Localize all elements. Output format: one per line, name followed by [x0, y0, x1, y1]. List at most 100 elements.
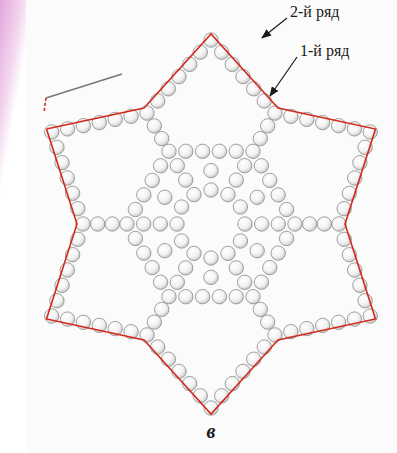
- bead: [212, 144, 226, 158]
- bead: [137, 246, 151, 260]
- bead: [128, 231, 142, 245]
- bead: [153, 217, 167, 231]
- figure-caption: в: [207, 420, 216, 443]
- bead: [253, 131, 267, 145]
- bead: [179, 290, 193, 304]
- bead: [151, 340, 165, 354]
- bead: [170, 217, 184, 231]
- bead: [253, 302, 267, 316]
- bead: [250, 244, 264, 258]
- bead: [179, 144, 193, 158]
- bead: [303, 217, 317, 231]
- bead: [155, 131, 169, 145]
- bead: [153, 275, 167, 289]
- bead: [279, 231, 293, 245]
- bead: [137, 188, 151, 202]
- bead: [158, 244, 172, 258]
- bead: [212, 290, 226, 304]
- bead: [147, 119, 161, 133]
- bead: [238, 159, 252, 173]
- bead: [151, 94, 165, 108]
- bead: [233, 200, 247, 214]
- bead: [263, 173, 277, 187]
- bead: [247, 352, 261, 366]
- bead: [147, 315, 161, 329]
- bead: [170, 159, 184, 173]
- bead: [161, 352, 175, 366]
- bead: [172, 364, 186, 378]
- bead: [221, 187, 235, 201]
- bead: [183, 57, 197, 71]
- bead: [183, 376, 197, 390]
- bead: [221, 246, 235, 260]
- bead: [204, 183, 218, 197]
- bead: [255, 217, 269, 231]
- bead: [229, 144, 243, 158]
- row-label: 2-й ряд: [288, 3, 341, 21]
- bead: [195, 290, 209, 304]
- bead: [225, 57, 239, 71]
- bead: [174, 200, 188, 214]
- bead: [179, 173, 193, 187]
- bead: [128, 202, 142, 216]
- bead: [263, 260, 277, 274]
- bead: [246, 144, 260, 158]
- bead: [271, 246, 285, 260]
- bead: [172, 69, 186, 83]
- bead: [153, 159, 167, 173]
- bead: [254, 275, 268, 289]
- bead: [225, 376, 239, 390]
- bead: [204, 270, 218, 284]
- bead: [187, 246, 201, 260]
- leader-line: [262, 18, 287, 38]
- bead: [261, 119, 275, 133]
- bead: [229, 173, 243, 187]
- red-thread: [47, 34, 376, 414]
- bead: [254, 159, 268, 173]
- needle: [46, 74, 122, 98]
- bead: [257, 340, 271, 354]
- bead: [174, 234, 188, 248]
- bead: [105, 217, 119, 231]
- bead: [145, 173, 159, 187]
- bead: [158, 190, 172, 204]
- bead: [238, 275, 252, 289]
- bead: [236, 364, 250, 378]
- bead: [271, 217, 285, 231]
- bead: [257, 94, 271, 108]
- bead: [288, 217, 302, 231]
- bead: [187, 187, 201, 201]
- bead: [246, 290, 260, 304]
- bead: [204, 163, 218, 177]
- row-label: 1-й ряд: [298, 42, 351, 60]
- bead: [137, 217, 151, 231]
- bead: [261, 315, 275, 329]
- bead: [195, 144, 209, 158]
- bead: [162, 290, 176, 304]
- bead: [250, 190, 264, 204]
- thread-end: [44, 98, 46, 112]
- bead: [229, 261, 243, 275]
- bead: [317, 217, 331, 231]
- leader-line: [270, 57, 297, 96]
- bead: [76, 217, 90, 231]
- bead: [120, 217, 134, 231]
- bead: [162, 144, 176, 158]
- bead: [145, 260, 159, 274]
- bead: [155, 302, 169, 316]
- bead: [238, 217, 252, 231]
- bead: [170, 275, 184, 289]
- bead: [233, 234, 247, 248]
- bead: [271, 188, 285, 202]
- bead: [236, 69, 250, 83]
- bead: [91, 217, 105, 231]
- bead: [332, 217, 346, 231]
- bead: [161, 82, 175, 96]
- bead: [229, 290, 243, 304]
- bead: [247, 82, 261, 96]
- bead: [179, 261, 193, 275]
- beads: [45, 33, 378, 415]
- bead: [204, 251, 218, 265]
- bead: [279, 202, 293, 216]
